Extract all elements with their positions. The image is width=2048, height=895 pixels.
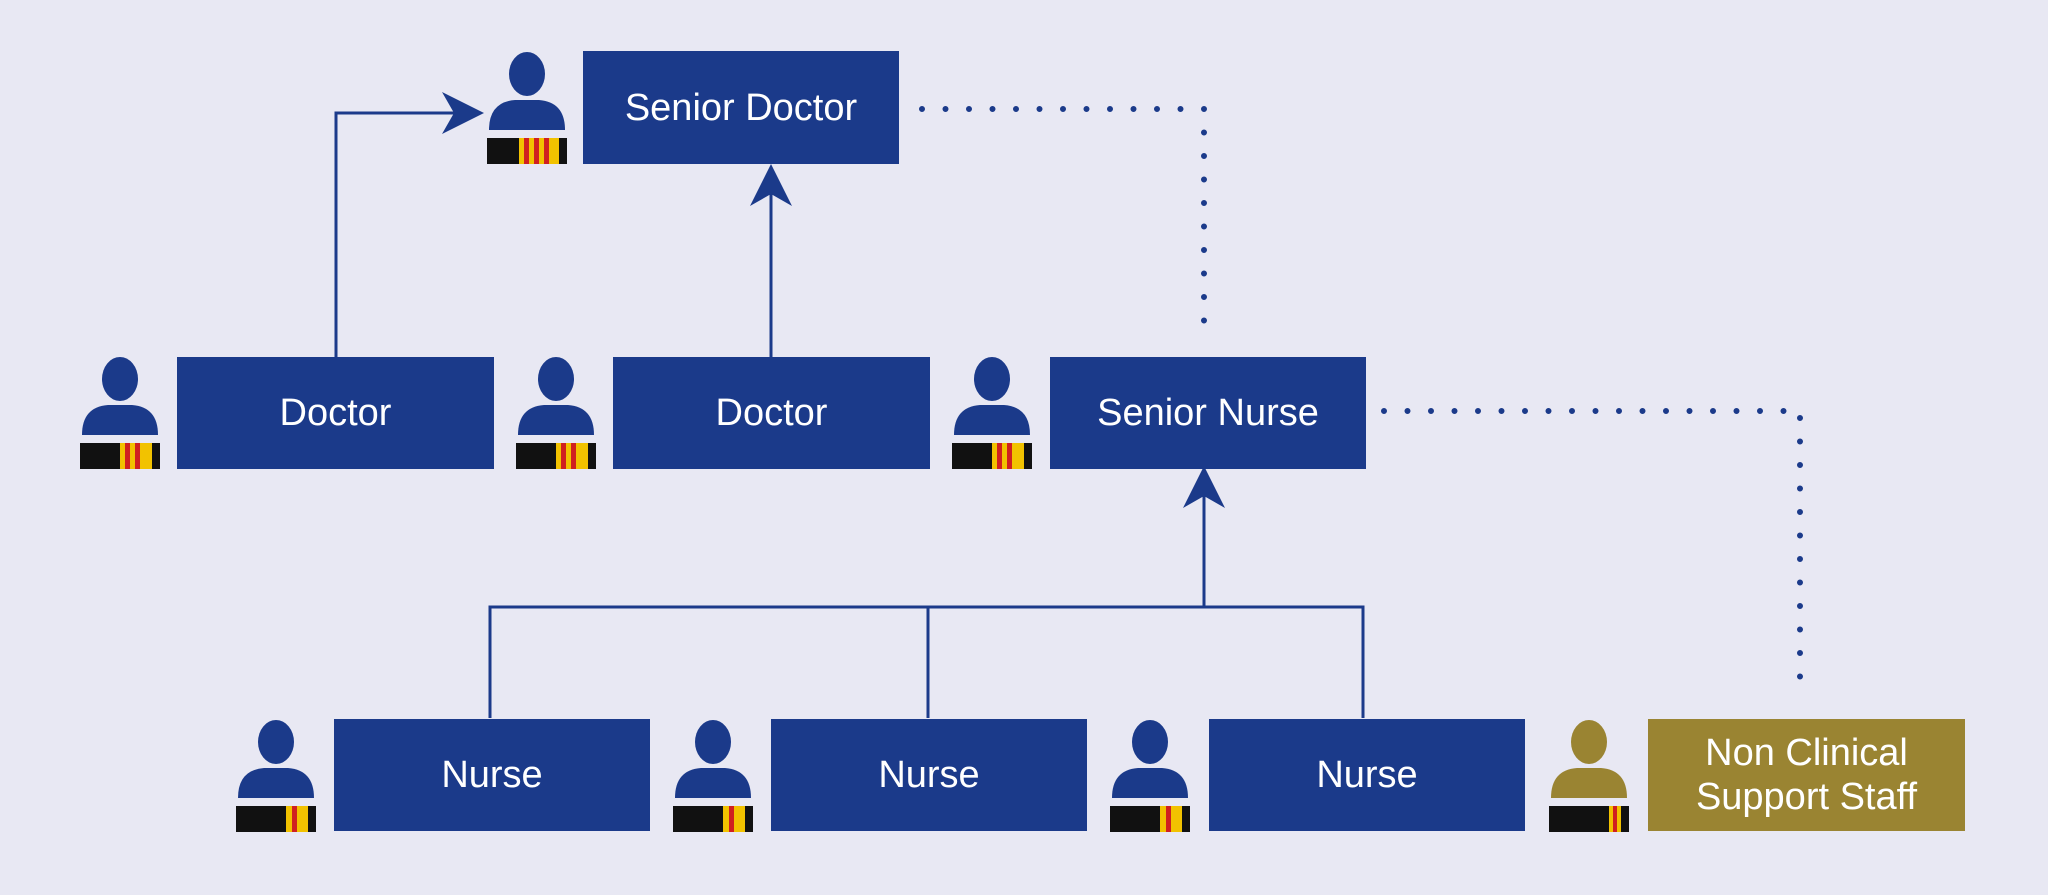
senior-nurse-label: Senior Nurse	[1097, 392, 1319, 434]
nurse-1-person-icon	[234, 716, 318, 836]
rank-badge-icon	[236, 806, 316, 832]
senior-doctor-label: Senior Doctor	[624, 86, 858, 129]
nurse-2-box[interactable]: Nurse	[771, 719, 1087, 831]
nurse-2-person-icon	[671, 716, 755, 836]
rank-badge-icon	[516, 443, 596, 469]
doctor-1-box[interactable]: Doctor	[177, 357, 494, 469]
support-staff-box[interactable]: Non Clinical Support Staff	[1648, 719, 1965, 831]
rank-badge-icon	[673, 806, 753, 832]
nurse-2-label: Nurse	[878, 754, 980, 796]
rank-badge-icon	[1549, 806, 1629, 832]
senior-doctor-person-icon	[485, 48, 569, 168]
nurse-3-label: Nurse	[1316, 754, 1418, 796]
senior-nurse-person-icon	[950, 353, 1034, 473]
rank-badge-icon	[952, 443, 1032, 469]
support-staff-person-icon	[1547, 716, 1631, 836]
rank-badge-icon	[487, 138, 567, 164]
nurses-bracket	[488, 605, 1365, 718]
doctor-1-label: Doctor	[279, 392, 392, 434]
doctor-1-person-icon	[78, 353, 162, 473]
doctor-2-box[interactable]: Doctor	[613, 357, 930, 469]
dotted-senior-nurse-to-support-staff	[1381, 408, 1803, 703]
nurse-1-box[interactable]: Nurse	[334, 719, 650, 831]
nurse-1-label: Nurse	[441, 754, 543, 796]
rank-badge-icon	[1110, 806, 1190, 832]
senior-doctor-box[interactable]: Senior Doctor	[583, 51, 899, 164]
support-staff-label: Non Clinical Support Staff	[1695, 732, 1918, 818]
nurse-3-person-icon	[1108, 716, 1192, 836]
arrow-doctor1-to-senior-doctor	[334, 92, 484, 357]
nurse-3-box[interactable]: Nurse	[1209, 719, 1525, 831]
doctor-2-label: Doctor	[715, 392, 828, 434]
doctor-2-person-icon	[514, 353, 598, 473]
rank-badge-icon	[80, 443, 160, 469]
dotted-senior-doctor-to-senior-nurse	[919, 106, 1207, 343]
senior-nurse-box[interactable]: Senior Nurse	[1050, 357, 1366, 469]
